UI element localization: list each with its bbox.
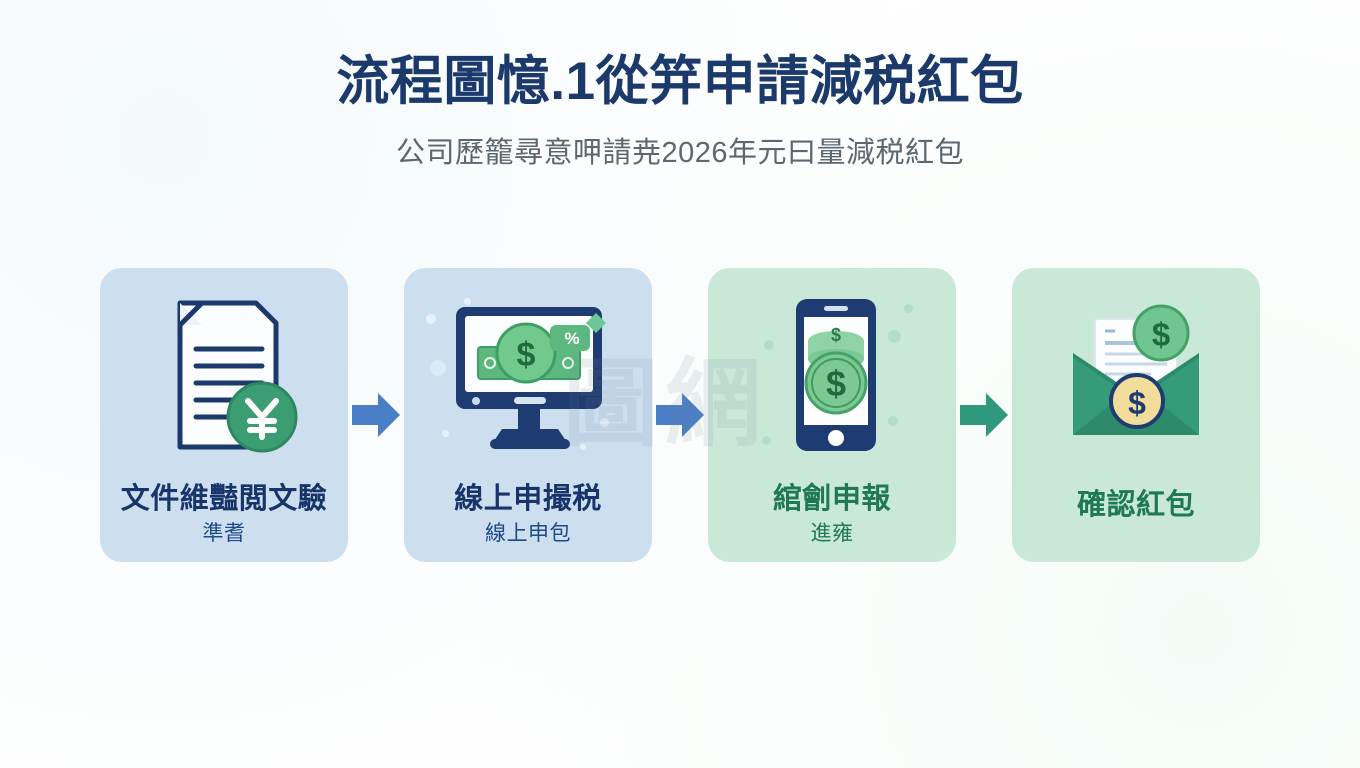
svg-text:$: $ <box>831 325 841 345</box>
svg-text:%: % <box>564 329 579 348</box>
page-subtitle: 公司歷籠尋意呷請尭2026年元曰量減税紅包 <box>395 136 964 169</box>
document-with-yen-coin-icon <box>177 300 298 453</box>
smartphone-with-coins-icon: $ $ <box>796 299 876 451</box>
step-card-1[interactable]: 文件維豔閲文驗 準耆 <box>100 268 348 562</box>
step-2-sublabel: 線上申包 <box>485 521 571 545</box>
svg-text:$: $ <box>1152 316 1170 353</box>
arrow-3 <box>956 383 1012 447</box>
page-title: 流程圖憶.1從笄申請減税紅包 <box>336 52 1024 111</box>
step-card-2[interactable]: $ % 線上申撮税 線上申包 <box>404 268 652 562</box>
svg-text:$: $ <box>517 336 536 374</box>
process-flow: 文件維豔閲文驗 準耆 <box>100 268 1260 562</box>
step-1-sublabel: 準耆 <box>202 521 246 545</box>
svg-text:$: $ <box>826 363 846 404</box>
svg-text:$: $ <box>1128 385 1146 421</box>
step-card-4[interactable]: $ $ 確認紅包 <box>1012 268 1260 562</box>
header: 流程圖憶.1從笄申請減税紅包 公司歷籠尋意呷請尭2026年元曰量減税紅包 <box>0 52 1360 173</box>
step-2-icon: $ % <box>404 286 652 466</box>
step-2-label: 線上申撮税 <box>454 482 602 515</box>
desktop-monitor-with-cash-icon: $ % <box>456 307 606 449</box>
step-2-labels: 線上申撮税 線上申包 <box>404 482 652 546</box>
step-1-label: 文件維豔閲文驗 <box>120 482 328 515</box>
arrow-1 <box>348 383 404 447</box>
step-4-icon: $ $ <box>1012 286 1260 466</box>
step-3-icon: $ $ <box>708 286 956 466</box>
step-card-3[interactable]: $ $ 綰劊申報 進雍 <box>708 268 956 562</box>
step-3-labels: 綰劊申報 進雍 <box>708 482 956 546</box>
step-1-labels: 文件維豔閲文驗 準耆 <box>100 482 348 546</box>
step-1-icon <box>100 286 348 466</box>
arrow-right-icon <box>656 393 704 437</box>
arrow-right-icon <box>352 393 400 437</box>
envelope-with-letter-and-coins-icon: $ $ <box>1073 304 1199 435</box>
step-4-label: 確認紅包 <box>1076 488 1195 521</box>
arrow-2 <box>652 383 708 447</box>
step-3-label: 綰劊申報 <box>772 482 891 515</box>
step-3-sublabel: 進雍 <box>810 521 854 545</box>
step-4-labels: 確認紅包 <box>1012 488 1260 522</box>
arrow-right-icon <box>960 393 1008 437</box>
